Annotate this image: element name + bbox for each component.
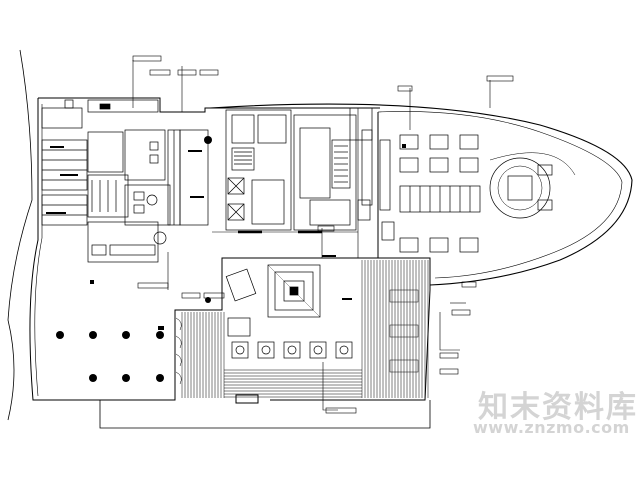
- lobby-lounge: [225, 264, 353, 359]
- building-outline: [7, 49, 633, 429]
- cad-text-marks: [46, 144, 406, 330]
- watermark-url: www.znzmo.com: [473, 418, 630, 437]
- annotation-leaders: [132, 55, 514, 414]
- west-service-block: [41, 99, 209, 263]
- structural-columns: [56, 136, 212, 382]
- central-core: [212, 107, 373, 258]
- watermark-brand: 知末资料库: [478, 390, 638, 425]
- timber-deck: [175, 260, 429, 398]
- restaurant-wing: [379, 134, 576, 253]
